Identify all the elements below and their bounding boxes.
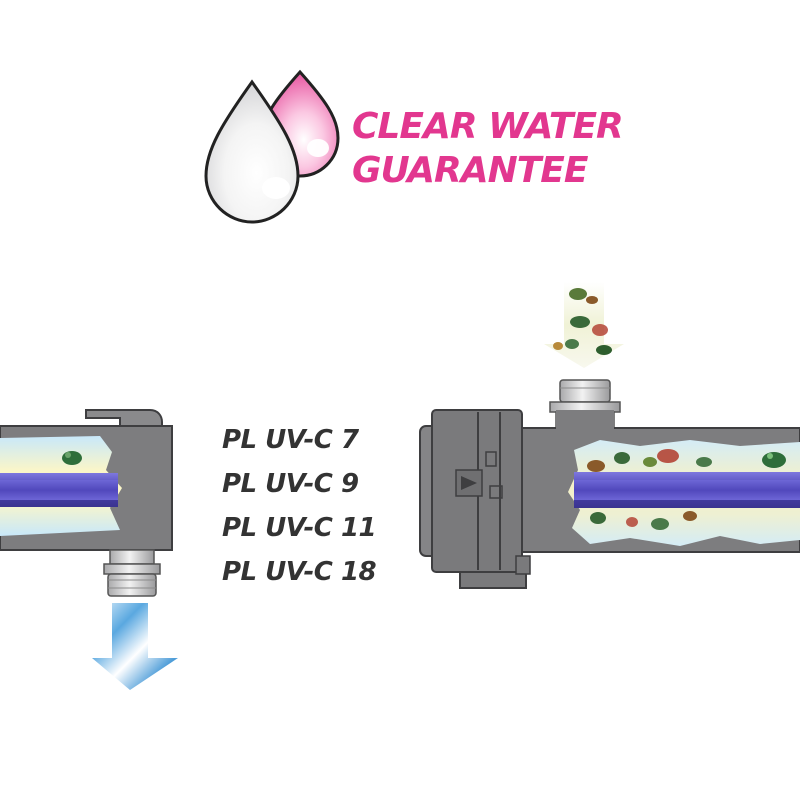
headline: CLEAR WATER GUARANTEE — [352, 105, 652, 193]
model-list: PL UV-C 7 PL UV-C 9 PL UV-C 11 PL UV-C 1… — [222, 418, 422, 594]
model-item: PL UV-C 9 — [222, 469, 359, 499]
model-item: PL UV-C 11 — [222, 513, 377, 543]
water-drops-icon — [204, 69, 340, 224]
uv-clarifier-inlet-unit — [419, 282, 800, 589]
model-item: PL UV-C 7 — [222, 425, 359, 455]
headline-line-1: CLEAR WATER — [352, 106, 624, 147]
headline-line-2: GUARANTEE — [352, 150, 588, 191]
model-item: PL UV-C 18 — [222, 557, 377, 587]
uv-clarifier-outlet-unit — [0, 409, 173, 597]
outflow-arrow-icon — [92, 603, 178, 690]
